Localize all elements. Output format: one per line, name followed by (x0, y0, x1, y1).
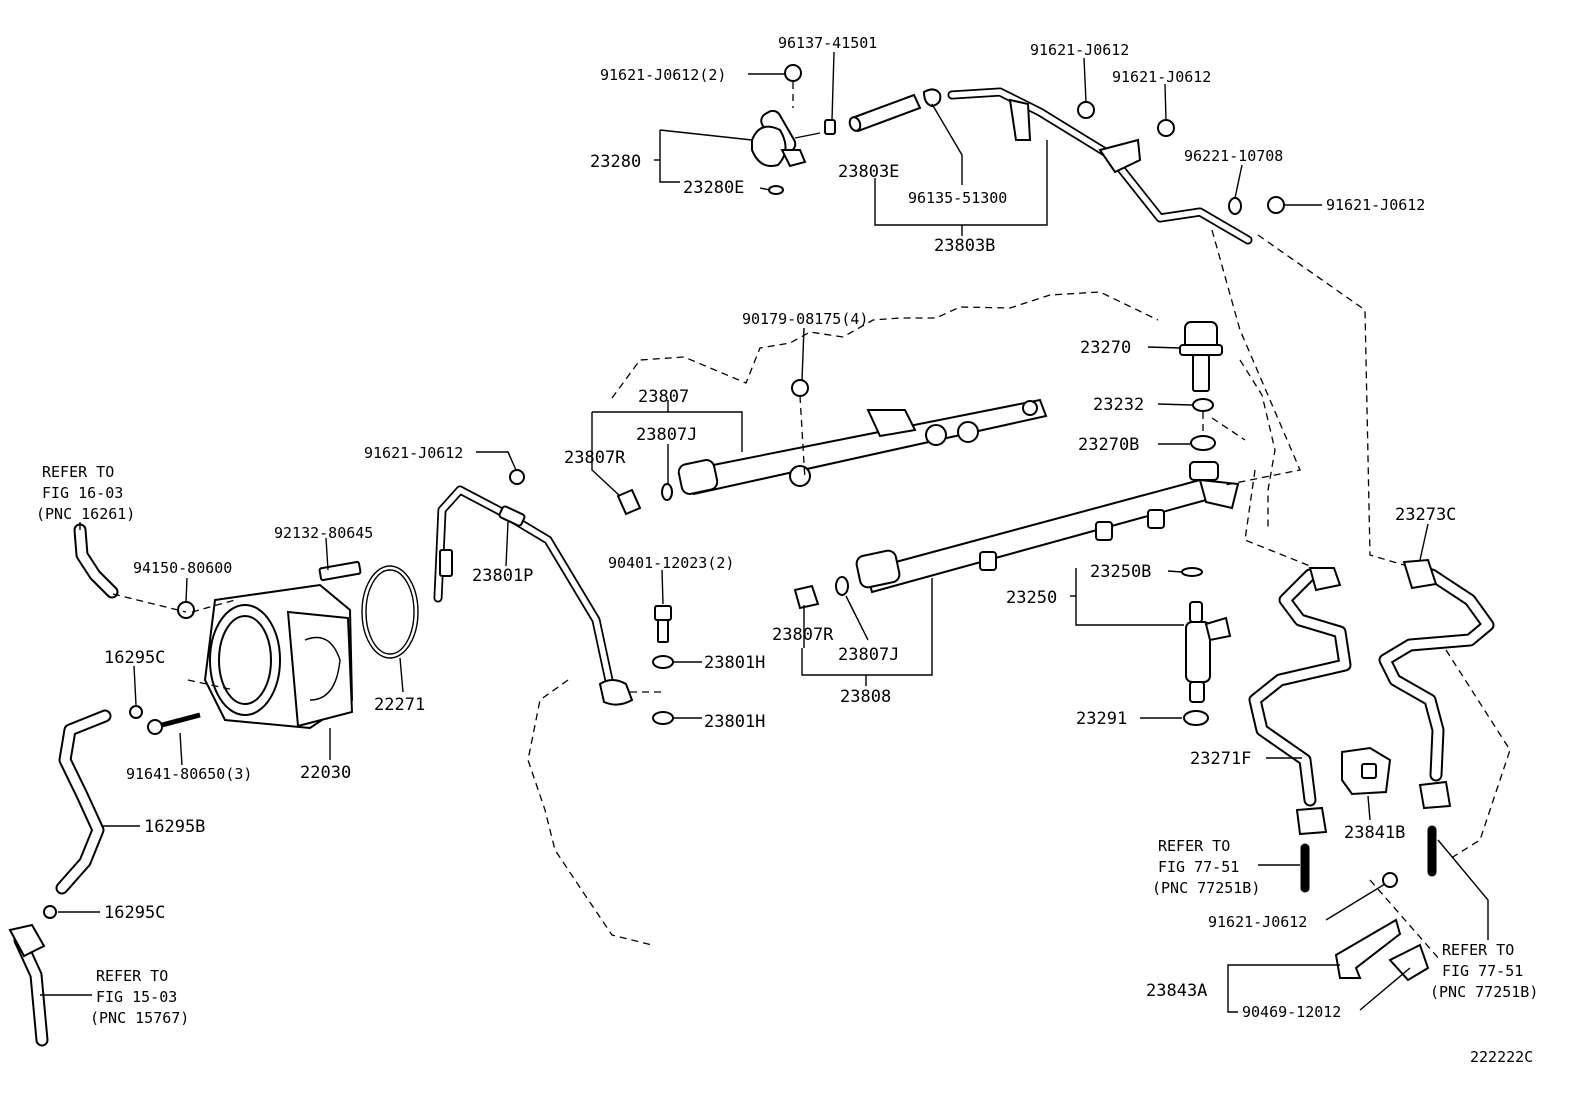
leader-lines (40, 51, 1489, 1013)
label-16295c-a[interactable]: 16295C (104, 648, 165, 668)
bracket-23843a (1334, 872, 1430, 982)
label-23270[interactable]: 23270 (1080, 338, 1131, 358)
label-91621-j0612-2[interactable]: 91621-J0612(2) (600, 66, 726, 84)
hose-23271f (1248, 567, 1352, 893)
svg-text:FIG 15-03: FIG 15-03 (96, 988, 177, 1006)
label-23807j-a[interactable]: 23807J (636, 425, 697, 445)
label-23807[interactable]: 23807 (638, 387, 689, 407)
fuel-feed-tube-23801p (433, 469, 634, 706)
label-22030[interactable]: 22030 (300, 763, 351, 783)
label-91621-j0612-e[interactable]: 91621-J0612 (1208, 913, 1307, 931)
svg-text:REFER TO: REFER TO (1158, 837, 1230, 855)
label-90401-12023-2[interactable]: 90401-12023(2) (608, 554, 734, 572)
ref-fig-77-51-a: REFER TO FIG 77-51 (PNC 77251B) (1152, 837, 1260, 897)
label-23807r-b[interactable]: 23807R (772, 625, 834, 645)
rail-plugs (616, 483, 849, 610)
svg-text:REFER TO: REFER TO (42, 463, 114, 481)
label-23291[interactable]: 23291 (1076, 709, 1127, 729)
fuel-rail-lower (855, 461, 1240, 594)
hose-16261-ref (73, 523, 119, 599)
label-91621-j0612-b[interactable]: 91621-J0612 (1112, 68, 1211, 86)
label-23801h-b[interactable]: 23801H (704, 712, 765, 732)
label-23808[interactable]: 23808 (840, 687, 891, 707)
gasket-22271 (361, 565, 419, 659)
label-23807r-a[interactable]: 23807R (564, 448, 626, 468)
part-labels: 91621-J0612(2) 96137-41501 23280 23280E … (36, 34, 1538, 1066)
label-94150-80600[interactable]: 94150-80600 (133, 559, 232, 577)
label-23803b[interactable]: 23803B (934, 236, 995, 256)
svg-text:(PNC 16261): (PNC 16261) (36, 505, 135, 523)
hose-15767-ref (8, 923, 49, 1047)
label-16295c-b[interactable]: 16295C (104, 903, 165, 923)
ref-fig-15-03: REFER TO FIG 15-03 (PNC 15767) (90, 967, 189, 1027)
label-96137-41501[interactable]: 96137-41501 (778, 34, 877, 52)
label-23801p[interactable]: 23801P (472, 566, 533, 586)
label-92132-80645[interactable]: 92132-80645 (274, 524, 373, 542)
pressure-regulator-23270 (1179, 321, 1223, 451)
label-90179-08175-4[interactable]: 90179-08175(4) (742, 310, 868, 328)
svg-text:REFER TO: REFER TO (96, 967, 168, 985)
label-23273c[interactable]: 23273C (1395, 505, 1456, 525)
label-23250[interactable]: 23250 (1006, 588, 1057, 608)
fuel-pipe-23803b (947, 87, 1285, 245)
ref-fig-16-03: REFER TO FIG 16-03 (PNC 16261) (36, 463, 135, 523)
label-23843a[interactable]: 23843A (1146, 981, 1207, 1001)
label-90469-12012[interactable]: 90469-12012 (1242, 1003, 1341, 1021)
injector-23250 (1181, 567, 1232, 726)
throttle-body-22030 (177, 560, 362, 730)
svg-text:FIG 16-03: FIG 16-03 (42, 484, 123, 502)
clip-23841b (1341, 746, 1392, 796)
label-23270b[interactable]: 23270B (1078, 435, 1139, 455)
ref-fig-77-51-b: REFER TO FIG 77-51 (PNC 77251B) (1430, 941, 1538, 1001)
label-91621-j0612-c[interactable]: 91621-J0612 (1326, 196, 1425, 214)
engine-outline (527, 291, 1276, 946)
svg-text:(PNC 77251B): (PNC 77251B) (1152, 879, 1260, 897)
bolt-91641 (43, 705, 201, 919)
label-23280e[interactable]: 23280E (683, 178, 744, 198)
label-23841b[interactable]: 23841B (1344, 823, 1405, 843)
label-23807j-b[interactable]: 23807J (838, 645, 899, 665)
diagram-code: 222222C (1470, 1048, 1533, 1066)
svg-text:(PNC 15767): (PNC 15767) (90, 1009, 189, 1027)
label-96135-51300[interactable]: 96135-51300 (908, 189, 1007, 207)
label-23280[interactable]: 23280 (590, 152, 641, 172)
connection-lines (112, 229, 1511, 961)
label-91621-j0612-a[interactable]: 91621-J0612 (1030, 41, 1129, 59)
hose-23273c (1378, 558, 1495, 877)
label-23803e[interactable]: 23803E (838, 162, 899, 182)
fuel-rail-upper (677, 398, 1048, 496)
label-16295b[interactable]: 16295B (144, 817, 205, 837)
label-23250b[interactable]: 23250B (1090, 562, 1151, 582)
label-23232[interactable]: 23232 (1093, 395, 1144, 415)
union-bolt-90401 (630, 605, 674, 725)
svg-text:FIG 77-51: FIG 77-51 (1442, 962, 1523, 980)
svg-text:FIG 77-51: FIG 77-51 (1158, 858, 1239, 876)
label-96221-10708[interactable]: 96221-10708 (1184, 147, 1283, 165)
label-23271f[interactable]: 23271F (1190, 749, 1251, 769)
label-22271[interactable]: 22271 (374, 695, 425, 715)
svg-text:REFER TO: REFER TO (1442, 941, 1514, 959)
hose-16295b (55, 709, 112, 895)
label-91641-80650-3[interactable]: 91641-80650(3) (126, 765, 252, 783)
hose-23803e (848, 88, 942, 133)
svg-text:(PNC 77251B): (PNC 77251B) (1430, 983, 1538, 1001)
label-91621-j0612-d[interactable]: 91621-J0612 (364, 444, 463, 462)
label-23801h-a[interactable]: 23801H (704, 653, 765, 673)
pulsation-damper-23280 (751, 64, 836, 195)
